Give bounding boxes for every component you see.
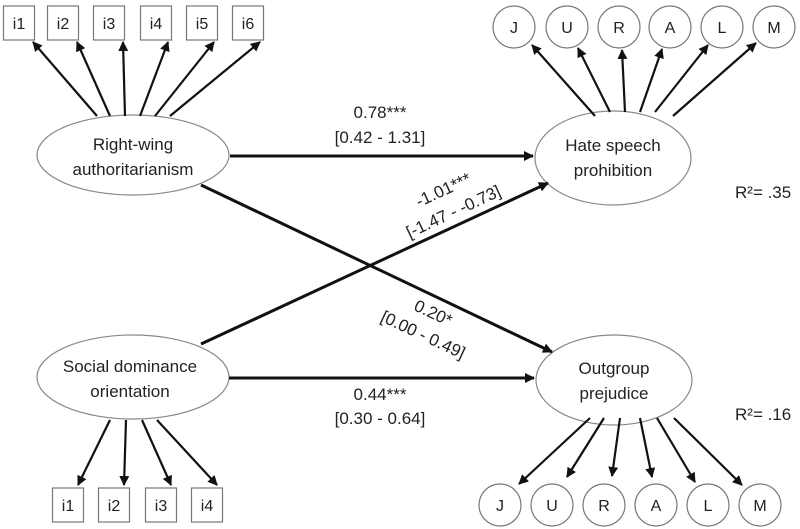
rwa-item-label: i1 — [13, 16, 26, 33]
structural-paths — [200, 151, 553, 383]
hsp-item-label: M — [767, 20, 780, 37]
hsp-item-circle — [700, 5, 744, 49]
hsp-item-label: J — [510, 20, 518, 37]
rwa-item-box — [46, 5, 80, 41]
sdo-loading-arrow — [156, 419, 218, 486]
rwa-loading-arrow — [154, 41, 215, 117]
hsp-item-circle — [752, 5, 796, 49]
op-loading-arrow — [656, 417, 696, 483]
op-item-circle — [478, 483, 522, 527]
op-item-label: R — [598, 498, 610, 515]
hsp-loading-arrow — [531, 44, 596, 117]
path-label-rwa-op: 0.20* [0.00 - 0.49] — [378, 296, 468, 363]
hsp-item-circle — [597, 5, 641, 49]
rwa-item-label: i2 — [57, 16, 70, 33]
rwa-label-line1: Right-wing — [93, 135, 173, 154]
path-sdo-hsp — [200, 181, 549, 346]
latent-op: Outgroup prejudice R²= .16 — [535, 334, 791, 426]
hsp-loading-arrow — [617, 49, 628, 113]
rwa-label-line2: authoritarianism — [73, 160, 194, 179]
sdo-loading-arrow — [119, 419, 130, 486]
op-item-circle — [738, 483, 782, 527]
sdo-item-label: i2 — [108, 498, 121, 515]
sdo-item-label: i3 — [155, 498, 168, 515]
op-item-label: A — [651, 498, 662, 515]
op-loading-arrow — [518, 417, 591, 485]
confidence-interval: [0.42 - 1.31] — [335, 128, 426, 147]
sdo-item-label: i1 — [62, 498, 75, 515]
hsp-item-label: R — [613, 20, 625, 37]
op-item-label: M — [753, 498, 766, 515]
rwa-item-label: i5 — [196, 16, 209, 33]
hsp-item-label: L — [718, 20, 727, 37]
op-item-circle — [686, 483, 730, 527]
op-label-line1: Outgroup — [579, 359, 650, 378]
rwa-indicators: i1 i2 i3 i4 i5 i6 — [2, 5, 265, 117]
op-loading-arrow — [608, 417, 622, 477]
estimate: 0.44*** — [354, 385, 407, 404]
op-item-circle — [634, 483, 678, 527]
hsp-item-label: A — [665, 20, 676, 37]
op-label-line2: prejudice — [580, 384, 649, 403]
rwa-item-box — [185, 5, 219, 41]
path-rwa-op — [200, 183, 553, 354]
sdo-item-box — [97, 487, 131, 523]
rwa-item-box — [92, 5, 126, 41]
hsp-loading-arrow — [577, 47, 611, 113]
sdo-item-box — [51, 487, 85, 523]
op-item-label: J — [496, 498, 504, 515]
op-ellipse — [535, 334, 693, 426]
rwa-item-box — [231, 5, 265, 41]
estimate: 0.78*** — [354, 103, 407, 122]
hsp-label-line1: Hate speech — [565, 136, 660, 155]
op-item-label: U — [546, 498, 558, 515]
rwa-item-box — [139, 5, 173, 41]
rwa-ellipse — [36, 114, 230, 196]
hsp-loading-arrow — [654, 44, 709, 113]
rwa-loading-arrow — [75, 41, 112, 117]
path-label-rwa-hsp: 0.78*** [0.42 - 1.31] — [335, 103, 426, 147]
latent-sdo: Social dominance orientation — [36, 334, 230, 420]
latent-hsp: Hate speech prohibition R²= .35 — [534, 110, 791, 206]
path-label-sdo-op: 0.44*** [0.30 - 0.64] — [335, 385, 426, 428]
op-loading-arrow — [673, 417, 743, 486]
rwa-item-label: i4 — [150, 16, 163, 33]
op-item-circle — [530, 483, 574, 527]
sdo-item-box — [144, 487, 178, 523]
sdo-loading-arrow — [77, 419, 111, 486]
rwa-item-box — [2, 5, 36, 41]
sdo-item-box — [190, 487, 224, 523]
sdo-item-label: i4 — [201, 498, 214, 515]
hsp-loading-arrow — [638, 48, 664, 113]
op-item-label: L — [704, 498, 713, 515]
sdo-label-line1: Social dominance — [63, 357, 197, 376]
rwa-loading-arrow — [138, 41, 170, 117]
op-loading-arrow — [638, 417, 656, 478]
rwa-item-label: i3 — [103, 16, 116, 33]
hsp-label-line2: prohibition — [574, 161, 652, 180]
sdo-loading-arrow — [140, 419, 173, 486]
latent-rwa: Right-wing authoritarianism — [36, 114, 230, 196]
sdo-ellipse — [36, 334, 230, 420]
hsp-item-circle — [648, 5, 692, 49]
rwa-loading-arrow — [169, 41, 261, 117]
hsp-item-label: U — [561, 20, 573, 37]
hsp-ellipse — [534, 110, 692, 206]
hsp-item-circle — [492, 5, 536, 49]
hsp-item-circle — [545, 5, 589, 49]
sdo-indicators: i1 i2 i3 i4 — [51, 419, 224, 523]
sdo-label-line2: orientation — [90, 382, 169, 401]
hsp-r-squared: R²= .35 — [735, 183, 791, 202]
confidence-interval: [0.30 - 0.64] — [335, 409, 426, 428]
rwa-loading-arrow — [32, 41, 98, 117]
op-r-squared: R²= .16 — [735, 405, 791, 424]
hsp-loading-arrow — [672, 42, 757, 117]
op-loading-arrow — [566, 417, 605, 478]
op-item-circle — [582, 483, 626, 527]
rwa-item-label: i6 — [242, 16, 255, 33]
rwa-loading-arrow — [118, 41, 129, 117]
